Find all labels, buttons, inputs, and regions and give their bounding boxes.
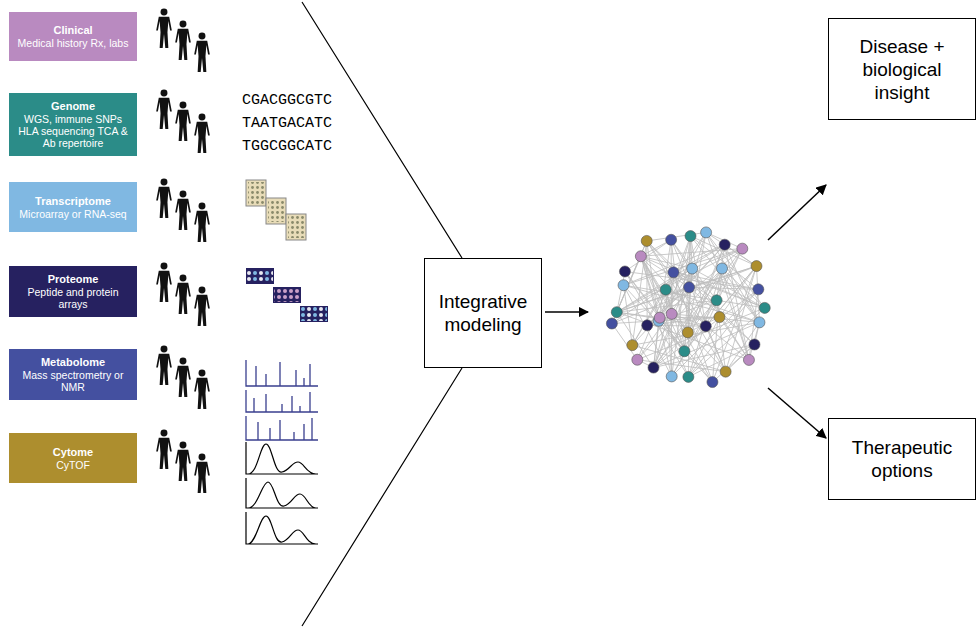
dna-sequence: CGACGGCGTC xyxy=(242,92,332,109)
person-icon xyxy=(156,178,172,218)
person-icon xyxy=(194,453,210,493)
person-icon xyxy=(156,89,172,129)
network xyxy=(606,227,770,388)
protein-array xyxy=(246,268,328,322)
person-icon xyxy=(175,274,191,314)
source-box: CytomeCyTOF xyxy=(9,433,137,483)
person-icon xyxy=(175,190,191,230)
person-icon xyxy=(175,441,191,481)
box-heading: Integrative modeling xyxy=(431,290,535,336)
person-icon xyxy=(156,262,172,302)
box-heading: Cytome xyxy=(13,446,133,459)
person-icon xyxy=(156,345,172,385)
source-box: GenomeWGS, immune SNPs HLA sequencing TC… xyxy=(9,93,137,156)
box-body: CyTOF xyxy=(13,459,133,471)
box-body: Mass spectrometry or NMR xyxy=(13,369,133,393)
arrow xyxy=(545,311,588,313)
source-box: ProteomePeptide and protein arrays xyxy=(9,266,137,317)
box-body: Microarray or RNA-seq xyxy=(13,208,133,220)
source-box: TranscriptomeMicroarray or RNA-seq xyxy=(9,182,137,232)
person-icon xyxy=(156,8,172,48)
source-box: ClinicalMedical history Rx, labs xyxy=(9,12,137,61)
arrow xyxy=(768,185,826,240)
person-icon xyxy=(194,286,210,326)
box-heading: Disease + biological insight xyxy=(835,35,969,104)
box-heading: Clinical xyxy=(13,24,133,37)
box-heading: Proteome xyxy=(13,273,133,286)
microarray xyxy=(246,180,306,240)
arrow xyxy=(768,388,826,438)
mass-spectrum xyxy=(246,360,318,440)
box-heading: Metabolome xyxy=(13,356,133,369)
process-box: Integrative modeling xyxy=(424,258,542,368)
box-heading: Transcriptome xyxy=(13,195,133,208)
process-box: Disease + biological insight xyxy=(828,18,976,120)
person-icon xyxy=(175,20,191,60)
person-icon xyxy=(175,101,191,141)
dna-sequence: TAATGACATC xyxy=(242,115,332,132)
box-heading: Genome xyxy=(13,100,133,113)
dna-sequence: TGGCGGCATC xyxy=(242,138,332,155)
box-body: Medical history Rx, labs xyxy=(13,37,133,49)
source-box: MetabolomeMass spectrometry or NMR xyxy=(9,349,137,400)
cytometry-histogram xyxy=(246,442,318,544)
person-icon xyxy=(194,202,210,242)
box-body: WGS, immune SNPs HLA sequencing TCA & Ab… xyxy=(13,113,133,149)
process-box: Therapeutic options xyxy=(828,418,976,500)
person-icon xyxy=(194,113,210,153)
person-icon xyxy=(194,369,210,409)
person-icon xyxy=(194,32,210,72)
person-icon xyxy=(156,429,172,469)
person-icon xyxy=(175,357,191,397)
box-body: Peptide and protein arrays xyxy=(13,286,133,310)
box-heading: Therapeutic options xyxy=(835,436,969,482)
